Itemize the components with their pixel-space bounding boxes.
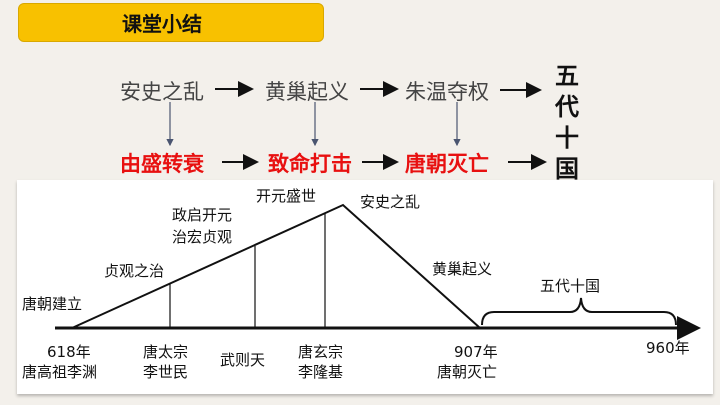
- result-wudai-shiguo: 五代十国: [555, 61, 579, 183]
- label-huangchao: 黄巢起义: [432, 260, 493, 278]
- section-title: 课堂小结: [122, 12, 202, 36]
- rise-fall-curve: [71, 203, 481, 329]
- axis-xuanzong-1: 唐玄宗: [298, 343, 344, 361]
- axis-taizong-2: 李世民: [143, 363, 189, 381]
- section-title-banner: [18, 3, 324, 42]
- cause-anshi: 安史之乱: [120, 80, 204, 104]
- label-anshi: 安史之乱: [360, 193, 421, 211]
- label-kaiyuan: 开元盛世: [256, 187, 317, 205]
- label-zhenguan: 贞观之治: [104, 262, 165, 280]
- effect-fatal-blow: 致命打击: [268, 151, 352, 176]
- axis-start-year: 618年: [47, 343, 91, 361]
- axis-xuanzong-2: 李隆基: [298, 363, 344, 381]
- axis-start-person: 唐高祖李渊: [22, 363, 98, 381]
- flow-arrows: [166, 81, 547, 170]
- axis-wuzetian: 武则天: [220, 351, 266, 369]
- label-bridge-1: 政启开元: [172, 206, 233, 224]
- axis-final-year: 960年: [646, 339, 690, 357]
- label-wudai: 五代十国: [540, 277, 601, 295]
- wudai-brace: [481, 297, 677, 326]
- label-bridge-2: 治宏贞观: [172, 228, 233, 246]
- axis-taizong-1: 唐太宗: [143, 343, 189, 361]
- cause-huangchao: 黄巢起义: [265, 80, 349, 104]
- effect-tang-fall: 唐朝灭亡: [405, 151, 489, 176]
- label-founding: 唐朝建立: [22, 295, 83, 313]
- timeline-panel: [17, 180, 713, 394]
- cause-zhuwen: 朱温夺权: [405, 80, 489, 104]
- axis-end-year: 907年: [454, 343, 498, 361]
- effect-decline: 由盛转衰: [120, 151, 204, 176]
- axis-end-event: 唐朝灭亡: [437, 363, 498, 381]
